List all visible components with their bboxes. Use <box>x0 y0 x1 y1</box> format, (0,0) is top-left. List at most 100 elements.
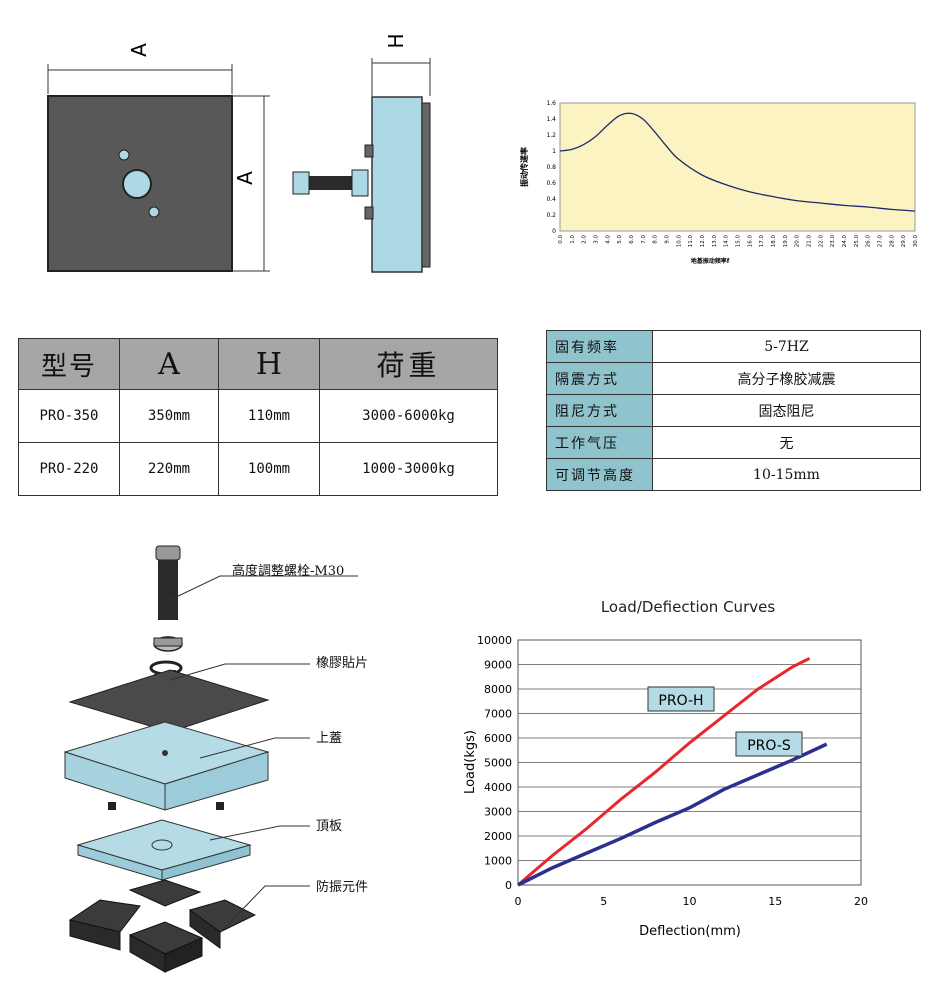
x-tick-label: 12.0 <box>700 235 706 248</box>
prop-key: 阻尼方式 <box>546 394 653 427</box>
cell-h: 100mm <box>218 442 320 496</box>
header-model: 型号 <box>18 338 120 390</box>
y-tick-label: 6000 <box>484 732 512 745</box>
table-row: 工作气压无 <box>546 426 921 459</box>
y-tick-label: 0.6 <box>546 180 556 187</box>
side-view-plate <box>421 102 431 268</box>
header-load: 荷重 <box>319 338 498 390</box>
y-tick-label: 5000 <box>484 757 512 770</box>
y-tick-label: 10000 <box>477 634 512 647</box>
x-tick-label: 24.0 <box>842 235 848 248</box>
model-table-header: 型号 A H 荷重 <box>18 338 498 390</box>
label-top-plate: 頂板 <box>316 819 343 834</box>
bolt-nut <box>351 169 369 197</box>
nut-body <box>153 637 183 647</box>
prop-value: 无 <box>652 426 921 459</box>
prop-key: 隔震方式 <box>546 362 653 395</box>
label-top-cover: 上蓋 <box>316 731 343 746</box>
cell-h: 110mm <box>218 389 320 443</box>
x-tick-label: 22.0 <box>818 235 824 248</box>
transmissibility-xlabel: 地基振动频率f <box>691 257 730 265</box>
x-tick-label: 30.0 <box>913 235 919 248</box>
x-tick-label: 13.0 <box>712 235 718 248</box>
side-bracket-lower <box>364 206 374 220</box>
side-dimension-line <box>232 95 270 272</box>
x-tick-label: 20.0 <box>795 235 801 248</box>
y-tick-label: 3000 <box>484 806 512 819</box>
model-spec-table: 型号 A H 荷重 PRO-350 350mm 110mm 3000-6000k… <box>18 338 498 496</box>
x-tick-label: 26.0 <box>866 235 872 248</box>
table-row: PRO-220 220mm 100mm 1000-3000kg <box>18 442 498 496</box>
pro-s-label: PRO-S <box>747 738 791 754</box>
x-tick-label: 17.0 <box>759 235 765 248</box>
x-tick-label: 4.0 <box>605 235 611 244</box>
prop-value: 10-15mm <box>652 458 921 491</box>
series-line-pro-s <box>517 742 828 887</box>
top-plate <box>76 819 252 881</box>
cell-a: 220mm <box>119 442 219 496</box>
h-dimension-line <box>371 58 431 96</box>
center-hole <box>122 169 152 199</box>
table-row: 阻尼方式固态阻尼 <box>546 394 921 427</box>
x-tick-label: 8.0 <box>653 235 659 244</box>
y-tick-label: 0.2 <box>546 212 556 219</box>
load-deflection-chart: Load/Defiection Curves 01000200030004000… <box>463 598 868 939</box>
x-tick-label: 0.0 <box>558 235 564 244</box>
prop-value: 高分子橡胶减震 <box>652 362 921 395</box>
y-tick-label: 1.2 <box>546 132 556 139</box>
x-tick-label: 28.0 <box>889 235 895 248</box>
y-tick-label: 9000 <box>484 659 512 672</box>
y-tick-label: 0 <box>552 228 556 235</box>
x-tick-label: 18.0 <box>771 235 777 248</box>
x-tick-label: 23.0 <box>830 235 836 248</box>
x-tick-label: 16.0 <box>747 235 753 248</box>
x-tick-label: 2.0 <box>582 235 588 244</box>
y-tick-label: 0 <box>505 879 512 892</box>
prop-key: 可调节高度 <box>546 458 653 491</box>
pro-h-label: PRO-H <box>658 693 703 709</box>
y-tick-label: 0.4 <box>546 196 556 203</box>
transmissibility-ylabel: 振动传递率 <box>519 147 529 187</box>
screw-left <box>108 802 116 810</box>
x-tick-label: 1.0 <box>570 235 576 244</box>
cell-load: 1000-3000kg <box>319 442 498 496</box>
header-a: A <box>119 338 219 390</box>
load-chart-title: Load/Defiection Curves <box>601 598 775 616</box>
table-row: PRO-350 350mm 110mm 3000-6000kg <box>18 389 498 443</box>
top-cover <box>63 721 270 811</box>
y-tick-label: 7000 <box>484 708 512 721</box>
prop-key: 工作气压 <box>546 426 653 459</box>
x-tick-label: 9.0 <box>665 235 671 244</box>
y-tick-label: 1 <box>552 148 556 155</box>
x-tick-label: 19.0 <box>783 235 789 248</box>
cell-load: 3000-6000kg <box>319 389 498 443</box>
load-ylabel: Load(kgs) <box>463 730 478 794</box>
pro-h-label-box: PRO-H <box>647 686 715 712</box>
x-tick-label: 10.0 <box>676 235 682 248</box>
adjusting-bolt <box>155 545 181 620</box>
screw-right <box>216 802 224 810</box>
x-tick-label: 5 <box>600 895 607 908</box>
y-tick-label: 0.8 <box>546 164 556 171</box>
x-tick-label: 3.0 <box>594 235 600 244</box>
y-tick-label: 2000 <box>484 830 512 843</box>
x-tick-label: 21.0 <box>807 235 813 248</box>
dim-a-side: A <box>233 171 257 185</box>
dim-h: H <box>384 33 408 48</box>
side-view-body <box>371 96 423 273</box>
x-tick-label: 11.0 <box>688 235 694 248</box>
label-rubber-pad: 橡膠貼片 <box>316 656 369 671</box>
prop-key: 固有频率 <box>546 330 653 363</box>
x-tick-label: 7.0 <box>641 235 647 244</box>
cell-model: PRO-350 <box>18 389 120 443</box>
x-tick-label: 10 <box>683 895 697 908</box>
dimension-drawing: A A H <box>47 33 431 273</box>
header-h: H <box>218 338 320 390</box>
dim-a-top: A <box>127 43 151 57</box>
small-hole-lower <box>148 206 160 218</box>
x-tick-label: 29.0 <box>901 235 907 248</box>
x-tick-label: 14.0 <box>724 235 730 248</box>
